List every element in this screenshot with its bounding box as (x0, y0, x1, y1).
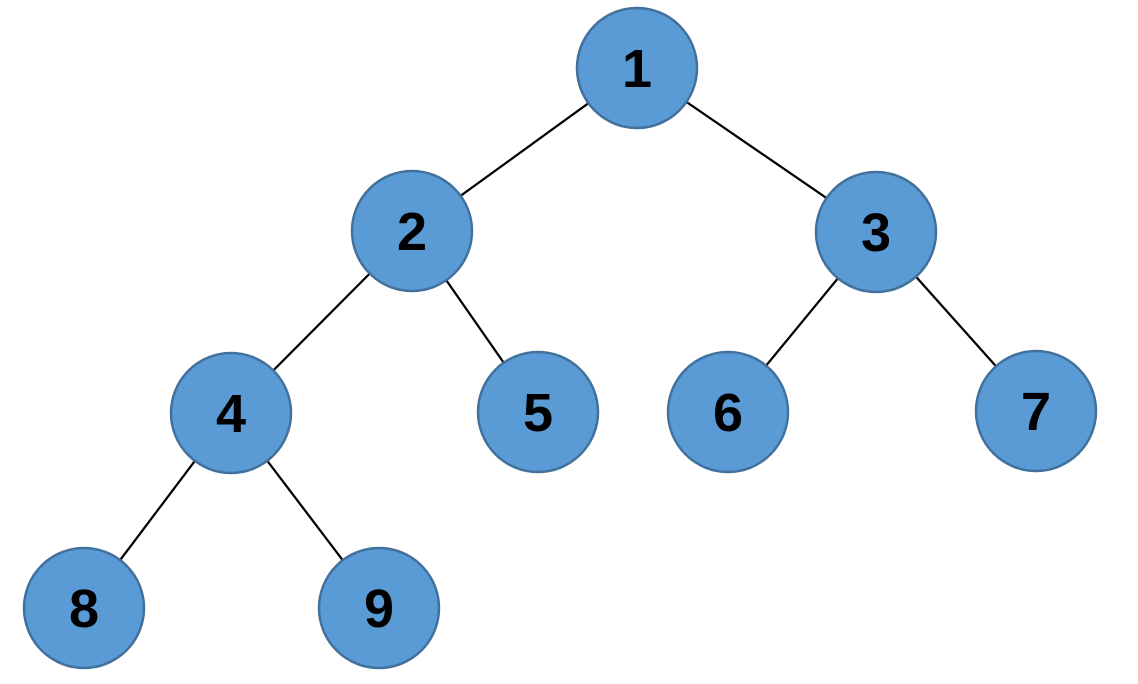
tree-node-7: 7 (974, 349, 1098, 473)
tree-node-5: 5 (476, 350, 600, 474)
tree-node-4: 4 (169, 351, 293, 475)
tree-node-circle-8 (22, 546, 146, 670)
tree-node-label-1: 1 (622, 39, 652, 99)
tree-node-6: 6 (666, 350, 790, 474)
tree-node-label-3: 3 (861, 203, 891, 263)
tree-node-label-8: 8 (69, 579, 99, 639)
tree-node-label-4: 4 (216, 384, 246, 444)
tree-node-1: 1 (575, 6, 699, 130)
tree-node-circle-6 (666, 350, 790, 474)
tree-node-circle-4 (169, 351, 293, 475)
tree-node-2: 2 (350, 169, 474, 293)
tree-node-8: 8 (22, 546, 146, 670)
tree-node-label-6: 6 (713, 383, 743, 443)
tree-node-label-5: 5 (523, 383, 553, 443)
tree-node-circle-9 (317, 546, 441, 670)
tree-node-circle-3 (814, 170, 938, 294)
tree-node-circle-2 (350, 169, 474, 293)
tree-node-circle-7 (974, 349, 1098, 473)
tree-node-3: 3 (814, 170, 938, 294)
tree-node-label-2: 2 (397, 202, 427, 262)
tree-node-label-7: 7 (1021, 382, 1051, 442)
tree-node-9: 9 (317, 546, 441, 670)
tree-node-circle-1 (575, 6, 699, 130)
tree-node-label-9: 9 (364, 579, 394, 639)
tree-node-circle-5 (476, 350, 600, 474)
